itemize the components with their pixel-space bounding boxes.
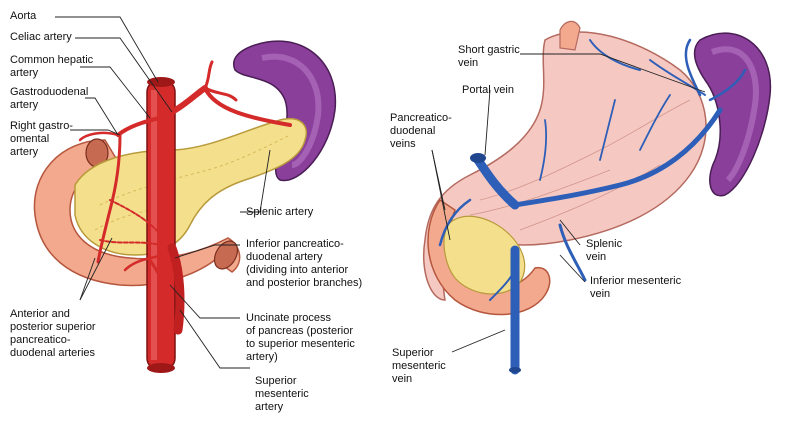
label-gastroduodenal-artery: Gastroduodenal artery <box>10 86 89 111</box>
label-splenic-artery: Splenic artery <box>246 206 314 218</box>
left-figure-arteries <box>33 40 337 373</box>
label-superior-mesenteric-vein: Superior mesenteric vein <box>392 347 446 385</box>
label-short-gastric-vein: Short gastric vein <box>458 44 520 69</box>
label-aorta: Aorta <box>10 10 37 22</box>
label-celiac-artery: Celiac artery <box>10 31 72 43</box>
label-common-hepatic-artery: Common hepatic artery <box>10 54 94 79</box>
pancreas-left <box>74 118 307 256</box>
right-figure-veins <box>423 20 772 375</box>
label-splenic-vein: Splenic vein <box>586 238 623 263</box>
superior-mesenteric-artery-vessel <box>167 243 185 335</box>
label-superior-pancreaticoduodenal-arteries: Anterior and posterior superior pancreat… <box>10 308 96 359</box>
leader-lines <box>55 16 706 369</box>
label-uncinate-process: Uncinate process of pancreas (posterior … <box>246 312 355 363</box>
label-portal-vein: Portal vein <box>462 84 514 96</box>
label-inferior-mesenteric-vein: Inferior mesenteric vein <box>590 275 682 300</box>
label-inferior-pancreaticoduodenal-artery: Inferior pancreatico- duodenal artery (d… <box>246 238 363 289</box>
label-right-gastroomental-artery: Right gastro- omental artery <box>10 120 73 158</box>
label-pancreaticoduodenal-veins: Pancreatico- duodenal veins <box>390 112 452 150</box>
label-superior-mesenteric-artery: Superior mesenteric artery <box>255 375 309 413</box>
